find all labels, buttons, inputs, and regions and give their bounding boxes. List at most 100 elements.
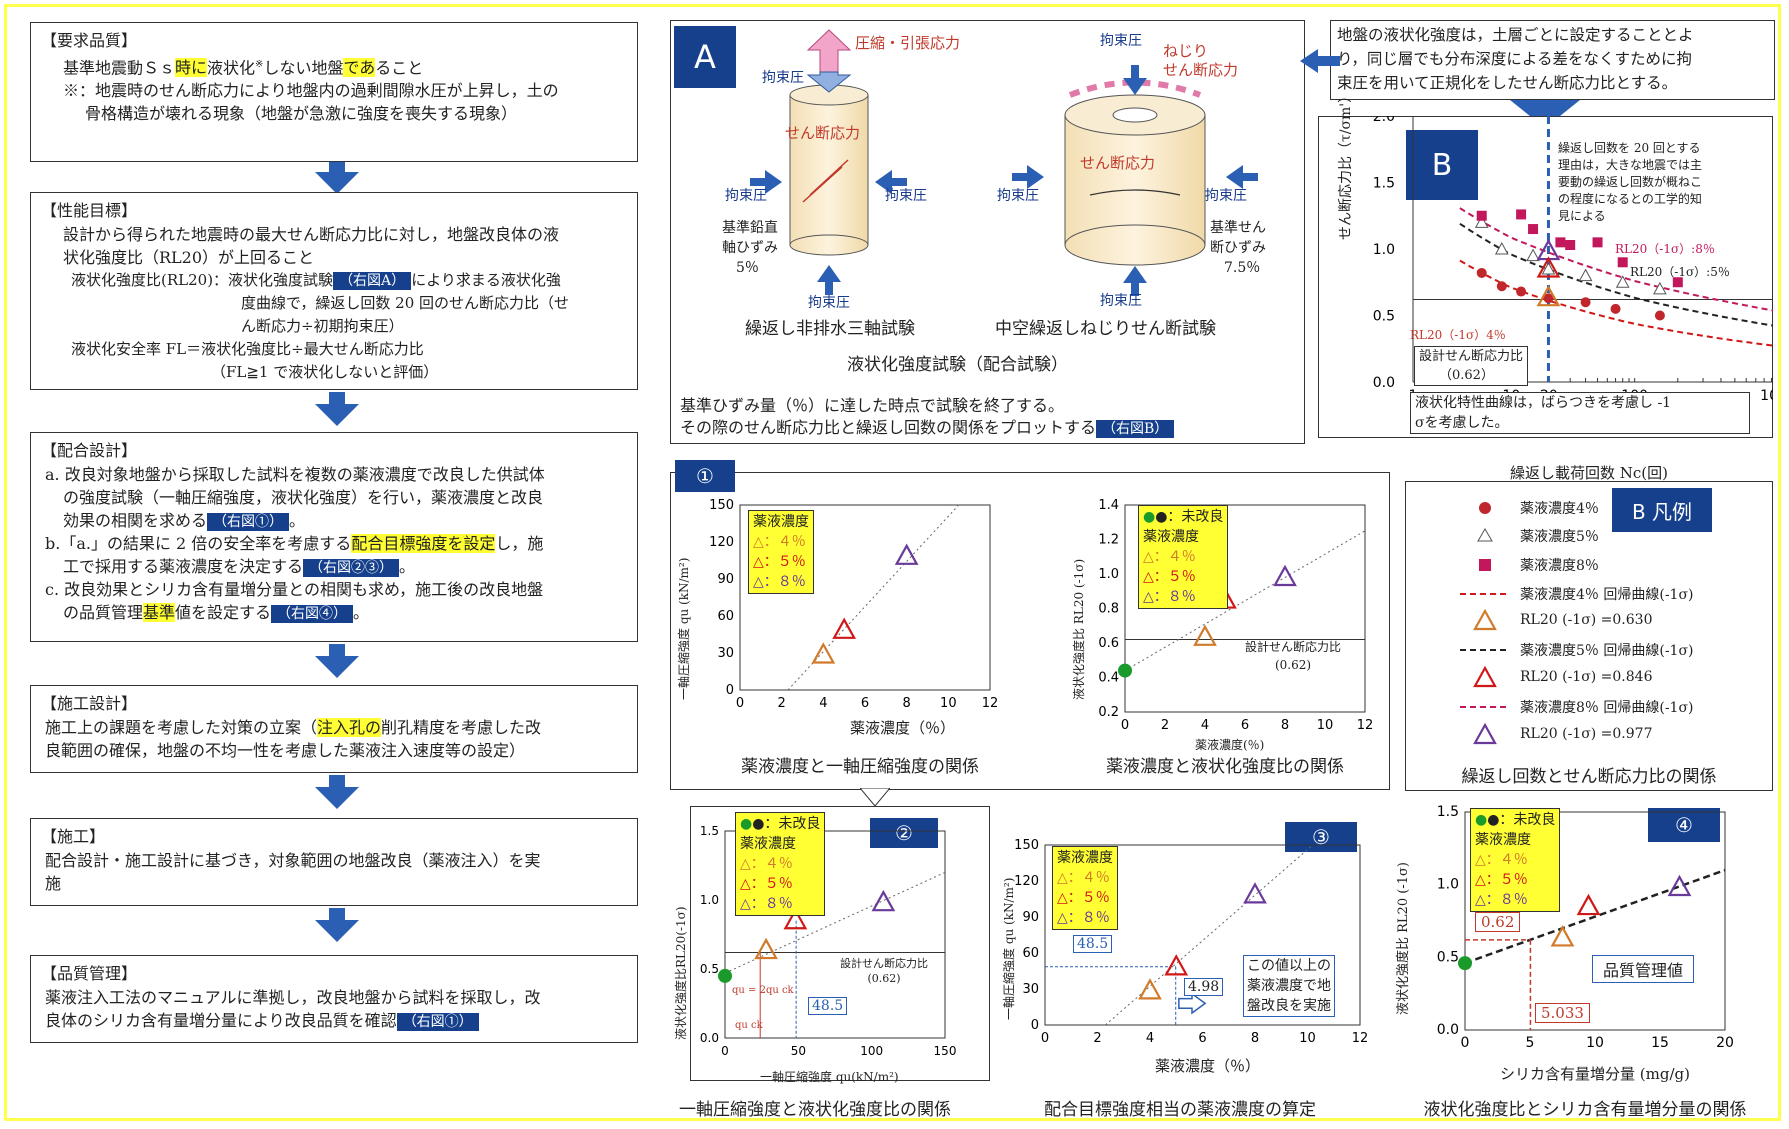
chart-1b-ytick: 1.2 — [1098, 533, 1119, 548]
flow-box-required-quality: 【要求品質】 基準地震動Ｓｓ時に液状化※しない地盤であること ※：地震時のせん断… — [30, 22, 638, 162]
flow-text: 工で採用する薬液濃度を決定する（右図②③）。 — [63, 557, 416, 577]
chart-1b-ytick: 1.0 — [1098, 567, 1119, 582]
chart-b-point-8 — [1617, 257, 1628, 268]
chart-b-rl-4 — [1536, 284, 1561, 307]
ref-tag[interactable]: （右図B） — [1096, 420, 1175, 438]
panel-4-label: ④ — [1648, 808, 1720, 842]
flow-title: 【性能目標】 — [41, 201, 138, 220]
chart-2-ytick: 0.5 — [700, 962, 719, 976]
chart-b-curve-5 — [1459, 222, 1773, 327]
confine-label: 拘束圧 — [997, 188, 1039, 204]
panel-a-title: 液状化強度試験（配合試験） — [847, 355, 1068, 375]
chart-4-xtick: 15 — [1651, 1035, 1669, 1051]
chart-b-point-5 — [1541, 261, 1556, 275]
shear-label: せん断応力 — [785, 124, 861, 142]
chart-b-point-4 — [1476, 267, 1487, 278]
chart-2-xtick: 0 — [721, 1044, 729, 1058]
chart-b-point-5 — [1578, 268, 1593, 282]
ref-tag[interactable]: （右図①） — [207, 513, 290, 531]
chart-1-ytick: 120 — [709, 535, 734, 550]
legend-b — [1405, 481, 1773, 791]
chart-2-xtick: 50 — [791, 1044, 806, 1058]
hollow-cylinder — [1064, 79, 1206, 266]
chart-1b-xtick: 6 — [1241, 718, 1249, 733]
legend-item: 薬液濃度4％ 回帰曲線(-1σ) — [1520, 587, 1694, 603]
ref-tag[interactable]: （右図①） — [396, 1013, 479, 1031]
chart-3-xtick: 2 — [1093, 1031, 1101, 1046]
normalization-note: 地盤の液状化強度は，土層ごとに設定することとより，同じ層でも分布深度による差をな… — [1330, 20, 1775, 100]
chart-b-point-5 — [1474, 215, 1489, 228]
flow-text: b.「a.」の結果に 2 倍の安全率を考慮する配合目標強度を設定し，施 — [45, 534, 544, 553]
chart-2-value: 48.5 — [808, 997, 848, 1015]
flow-arrow-head — [315, 656, 359, 678]
chart-2-ytick: 1.0 — [700, 893, 719, 907]
ref-tag[interactable]: （右図④） — [271, 605, 354, 623]
chart-1-xtick: 0 — [736, 696, 744, 711]
chart-3-ylabel: 一軸圧縮強度 qu (kN/m²) — [1002, 877, 1016, 1020]
chart-b-point-8 — [1476, 210, 1487, 221]
chart-3-xtick: 6 — [1198, 1031, 1206, 1046]
chart-1-xtick: 4 — [819, 696, 827, 711]
flow-text: 良体のシリカ含有量増分量により改良品質を確認（右図①） — [41, 1009, 627, 1032]
chart-4-ytick: 0.5 — [1437, 949, 1459, 965]
chart-2-xlabel: 一軸圧縮強度 qu(kN/m²) — [760, 1070, 899, 1084]
chart-1-xtick: 6 — [861, 696, 869, 711]
compress-tension-label: 圧縮・引張応力 — [855, 34, 961, 52]
chart-4-ylabel: 液状化強度比 RL20 (-1σ) — [1396, 862, 1411, 1015]
chart-1-ytick: 0 — [726, 683, 734, 698]
flow-text: 配合設計・施工設計に基づき，対象範囲の地盤改良（薬液注入）を実 — [45, 851, 541, 870]
chart-1b-xtick: 10 — [1317, 718, 1334, 733]
chart-3-point — [1138, 978, 1162, 1000]
flow-title: 【配合設計】 — [41, 441, 138, 460]
chart-1-xtick: 12 — [982, 696, 999, 711]
chart-3-ytick: 0 — [1031, 1018, 1039, 1033]
right-arrow-icon — [1178, 992, 1207, 1015]
confine-label: 拘束圧 — [1205, 188, 1247, 204]
confine-label: 拘束圧 — [808, 295, 850, 311]
chart-4-xtick: 5 — [1526, 1035, 1535, 1051]
chart-4-point — [1550, 925, 1575, 947]
chart-1-ytick: 90 — [717, 572, 734, 587]
chart-1-plot-area — [739, 504, 991, 691]
legend-item: 薬液濃度8％ 回帰曲線(-1σ) — [1520, 700, 1694, 716]
chart-1b-ytick: 1.4 — [1098, 498, 1119, 513]
ref-tag[interactable]: （右図A） — [333, 272, 412, 290]
chart-b-ytick: 1.5 — [1373, 176, 1395, 192]
chart-1b-point — [1118, 663, 1132, 678]
confine-label: 拘束圧 — [1100, 33, 1142, 49]
chart-1-xtick: 10 — [940, 696, 957, 711]
ref-tag[interactable]: （右図②③） — [303, 559, 400, 577]
flow-text: 設計から得られた地震時の最大せん断応力比に対し，地盤改良体の液 — [63, 225, 560, 244]
chart-b-point-5 — [1494, 241, 1509, 255]
flow-text: 度曲線で，繰返し回数 20 回のせん断応力比（せ — [241, 294, 570, 312]
chart-1b-ytick: 0.2 — [1098, 705, 1119, 720]
chart-1-point — [894, 543, 919, 565]
chart-b-point-8 — [1592, 237, 1603, 248]
chart-1b-xtick: 0 — [1121, 718, 1129, 733]
chart-b-point-8 — [1516, 209, 1527, 220]
chart-1b-point — [1273, 564, 1297, 587]
legend-item: RL20 (-1σ) =0.846 — [1520, 669, 1653, 685]
chart-b-xlabel: 繰返し載荷回数 Nc(回) — [1510, 464, 1668, 482]
legend-item: RL20 (-1σ) =0.630 — [1520, 612, 1653, 628]
outer-frame — [4, 4, 1781, 1121]
chart-b-xtick: 1000 — [1760, 388, 1773, 404]
chart-3-ytick: 120 — [1014, 874, 1039, 889]
legend-symbol — [1473, 665, 1497, 688]
chart-b-ytick: 0.0 — [1373, 375, 1395, 391]
chart-1b-ytick: 0.6 — [1098, 636, 1119, 651]
chart-4-ytick: 1.0 — [1437, 877, 1459, 893]
flow-title: 【品質管理】 — [41, 964, 138, 983]
chart-1-ytick: 150 — [709, 498, 734, 513]
chart-3-xtick: 8 — [1251, 1031, 1259, 1046]
chart-b-curve-4 — [1459, 259, 1773, 347]
flow-box-construction: 【施工】 配合設計・施工設計に基づき，対象範囲の地盤改良（薬液注入）を実 施 — [30, 818, 638, 906]
chart-b-lab5: RL20（-1σ）:5％ — [1630, 265, 1730, 279]
chart-b-point-5 — [1615, 275, 1630, 288]
chart-1b-ytick: 0.4 — [1098, 671, 1119, 686]
flow-title: 【要求品質】 — [41, 31, 138, 50]
chart-b-caption: 繰返し回数とせん断応力比の関係 — [1461, 767, 1717, 787]
triaxial-cylinder — [789, 84, 869, 256]
chart-2-xtick: 100 — [860, 1044, 883, 1058]
